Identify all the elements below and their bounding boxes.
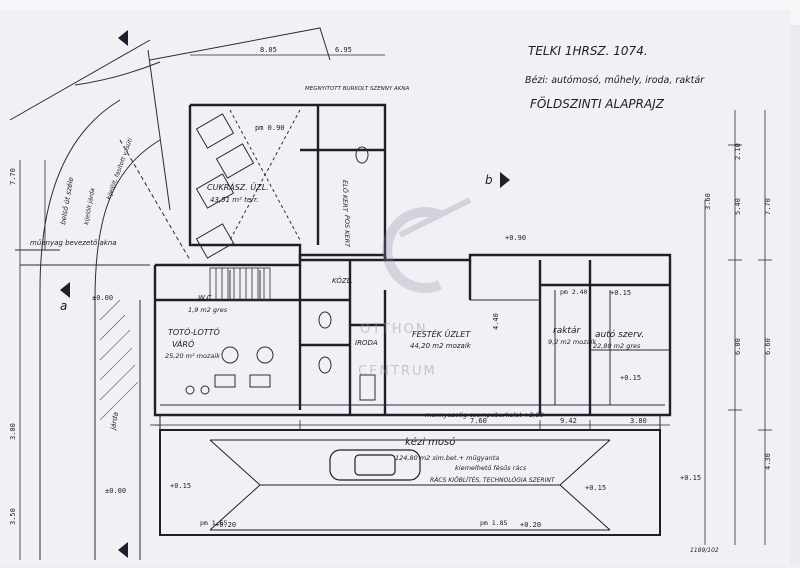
room-wc-area: 1,9 m2 gres: [188, 306, 228, 314]
section-mark-a: a: [60, 299, 67, 313]
dim-right-e: 6.60: [764, 338, 772, 355]
car-wash-canopy: [159, 415, 661, 536]
dim-left-b: 3.00: [9, 423, 17, 440]
room-toto-area: 25,20 m² mozaik: [165, 352, 220, 360]
dim-right-a: 2.10: [734, 143, 742, 160]
dim-right-b: 3.60: [704, 193, 712, 210]
room-auto-name: autó szerv.: [595, 329, 644, 340]
header-line2: Bézi: autómosó, műhely, iroda, raktár: [525, 75, 705, 86]
dim-mid-b: 9.42: [560, 417, 577, 425]
room-toto-sub: VÁRÓ: [172, 338, 194, 349]
section-markers: [60, 30, 510, 558]
level-11: pm 1.65: [200, 519, 227, 527]
header-line1: TELKI 1HRSZ. 1074.: [528, 44, 648, 58]
level-14: +0.15: [680, 474, 701, 482]
stair: [209, 267, 271, 301]
room-festek-name: FESTÉK ÜZLET: [412, 328, 471, 339]
watermark-logo: [382, 197, 472, 293]
header-line3: FÖLDSZINTI ALAPRAJZ: [530, 95, 665, 111]
level-5: +0.15: [610, 289, 631, 297]
level-10: pm 2.40: [560, 288, 587, 296]
dim-right-c: 5.40: [734, 198, 742, 215]
dim-top-a: 8.05: [260, 46, 277, 54]
dim-top-b: 6.95: [335, 46, 352, 54]
dim-mid-d: 4.40: [492, 313, 500, 330]
watermark-line1: OTTHON: [360, 322, 428, 337]
building-walls: [153, 103, 672, 417]
cafe-tables: [195, 109, 301, 259]
gutter-note: MEGNYITOTT BURKOLT SZENNY AKNA: [305, 86, 409, 92]
site-boundary-lines: [9, 27, 331, 560]
road-label: járda: [109, 411, 120, 431]
room-raktar-area: 9,2 m2 mozaik: [548, 338, 596, 346]
room-kezi-name: kézi mosó: [405, 436, 455, 448]
section-mark-b: b: [485, 173, 493, 187]
roof-note: kiemelhető fésűs rács: [455, 463, 527, 472]
water-node-label: műanyag bevezető akna: [30, 238, 117, 247]
room-auto-area: 22,80 m2 gres: [593, 342, 641, 350]
level-6: +0.90: [505, 234, 526, 242]
level-3: +0.15: [170, 482, 191, 490]
level-2: ±0.00: [105, 487, 126, 495]
room-toto-name: TOTÓ-LOTTÓ: [168, 326, 220, 337]
roof-note-2: RÁCS KIÖBLÍTÉS, TECHNOLÓGIA SZERINT: [430, 476, 556, 484]
room-cukraszda-name: CUKRÁSZ. ÜZL.: [207, 181, 269, 192]
room-wc-name: W.C.: [198, 294, 214, 302]
canopy-note: mennyezetig csempeburkolat +2,80: [425, 411, 544, 419]
level-12: pm 1.85: [480, 519, 507, 527]
room-kozl-name: KÖZL.: [332, 276, 353, 285]
dim-ticks: [150, 420, 591, 430]
level-13: +0.15: [620, 374, 641, 382]
sidewalk-hatch: [99, 299, 139, 421]
level-7: +0.20: [215, 521, 236, 529]
room-iroda-name: IRODA: [355, 339, 378, 347]
dimension-lines: [19, 54, 772, 560]
room-poskert-name: POS KERT: [343, 215, 351, 248]
room-kezi-area: 124,80 m2 sim.bet.+ műgyanta: [395, 453, 499, 462]
room-raktar-name: raktár: [553, 326, 581, 336]
wc-fixtures: [318, 146, 376, 401]
room-cukraszda-area: 43,51 m² terr.: [210, 196, 259, 204]
watermark-line2: CENTRUM: [358, 364, 437, 379]
dim-right-f: 6.00: [734, 338, 742, 355]
dim-mid-c: 3.80: [630, 417, 647, 425]
dim-mid-a: 7.60: [470, 417, 487, 425]
dim-right-d: 7.70: [764, 198, 772, 215]
waiting-room-furniture: [185, 346, 274, 395]
car-icon: [329, 449, 421, 481]
room-elokert-name: ELŐ KERT: [341, 180, 350, 213]
dim-left-a: 7.70: [9, 168, 17, 185]
room-festek-area: 44,20 m2 mozaik: [410, 342, 472, 350]
dim-left-c: 3.50: [9, 508, 17, 525]
level-4: +0.15: [585, 484, 606, 492]
thin-walls: [160, 270, 670, 406]
drawing-no: 1189/102: [690, 547, 719, 554]
level-1: ±0.00: [92, 294, 113, 302]
level-9: pm 0.90: [255, 124, 285, 132]
level-8: +0.20: [520, 521, 541, 529]
dim-right-g: 4.30: [764, 453, 772, 470]
